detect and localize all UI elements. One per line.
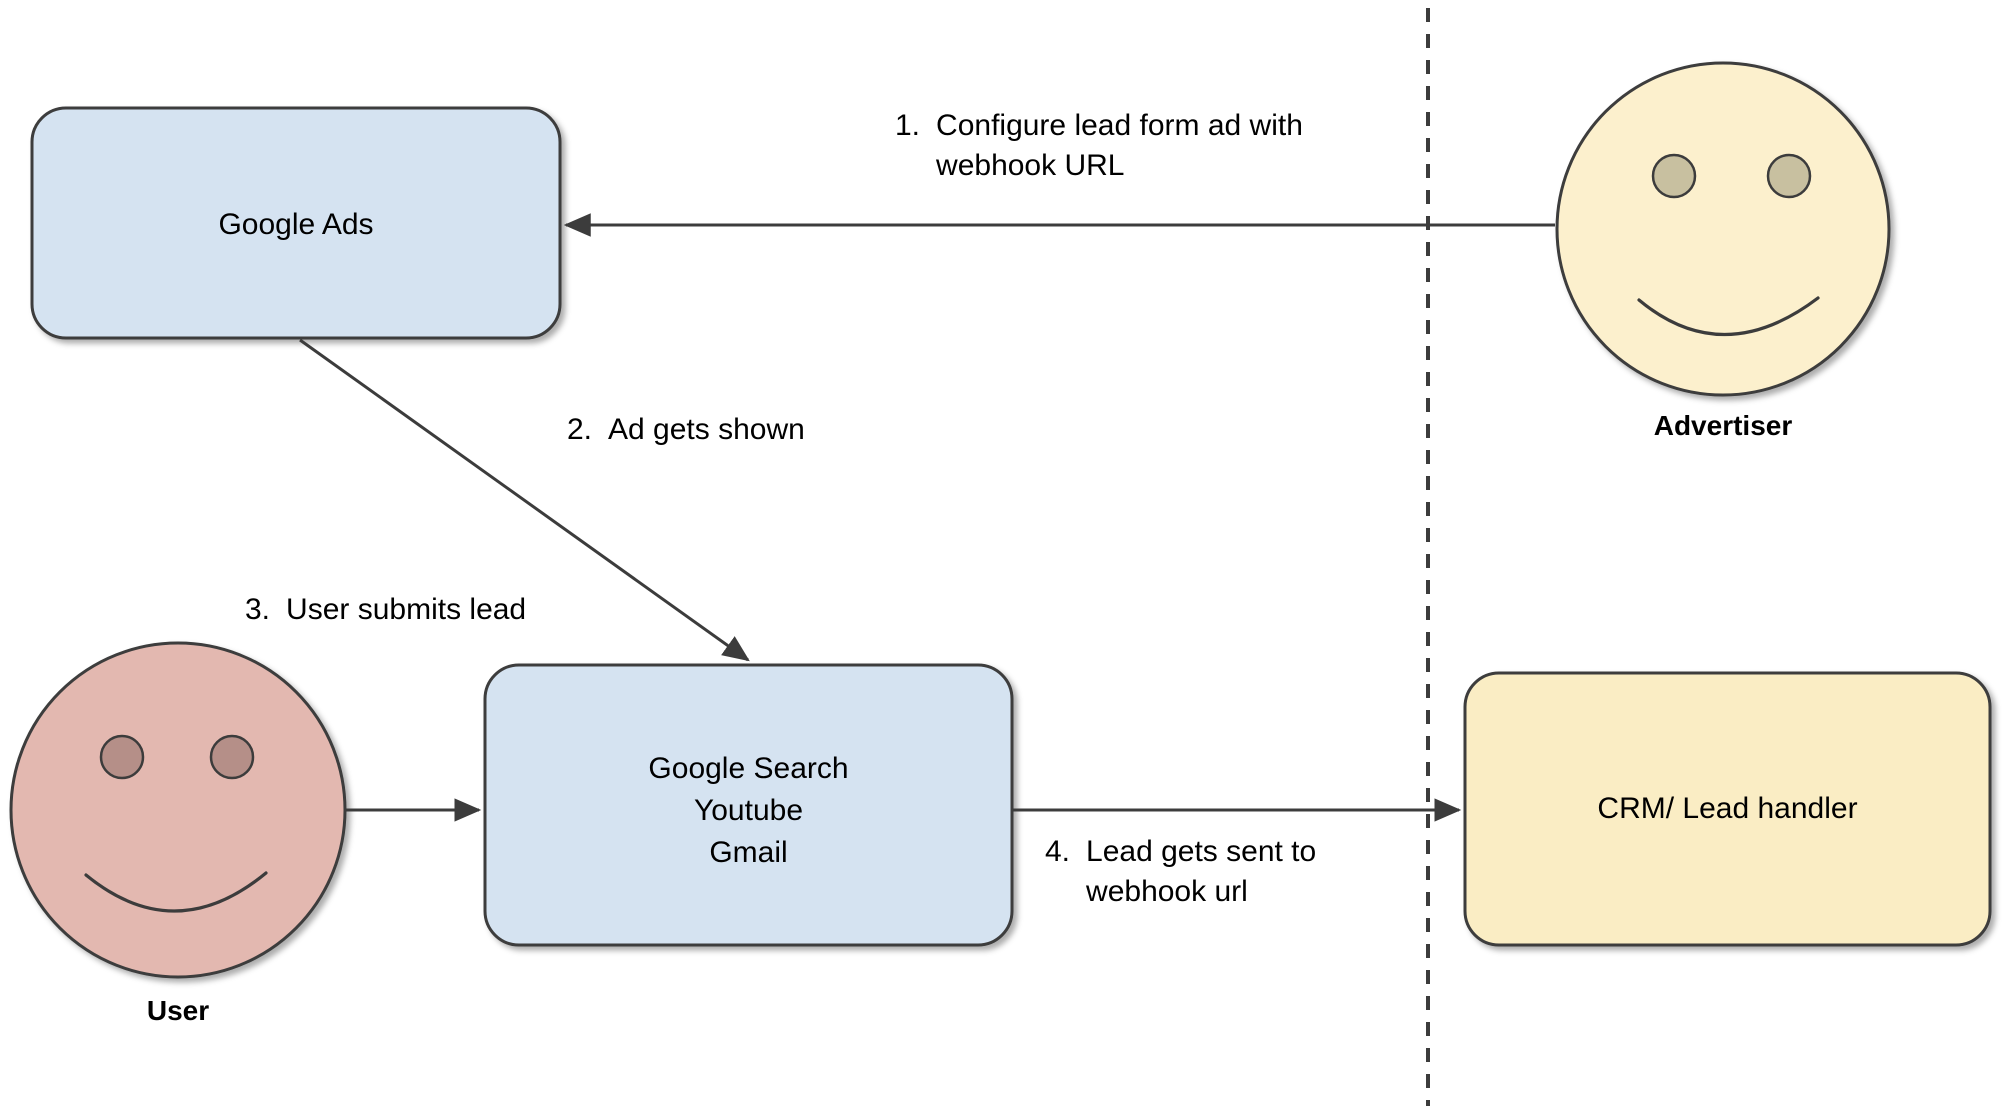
user-right-eye-icon — [209, 734, 255, 780]
node-google-properties-shape[interactable] — [483, 663, 1014, 947]
user-left-eye-icon — [99, 734, 145, 780]
advertiser-caption: Advertiser — [1653, 410, 1793, 441]
advertiser-left-eye-icon — [1651, 153, 1697, 199]
node-crm-shape[interactable] — [1463, 671, 1992, 947]
edge-step-4-number: 4. — [1045, 835, 1071, 868]
node-google-ads-shape[interactable] — [30, 106, 562, 340]
edge-step-2-label[interactable]: 2. Ad gets shown — [567, 410, 987, 450]
edge-step-2-text: Ad gets shown — [608, 413, 805, 446]
user-smiley-face-icon[interactable] — [9, 641, 347, 979]
edge-step-1-label[interactable]: 1. Configure lead form ad with webhook U… — [895, 106, 1415, 186]
edge-step-1-number: 1. — [895, 109, 921, 142]
advertiser-right-eye-icon — [1766, 153, 1812, 199]
advertiser-smiley-face-icon[interactable] — [1555, 61, 1891, 397]
edge-step-2-arrow[interactable] — [299, 338, 750, 662]
edge-step-4-text: Lead gets sent to webhook url — [1086, 835, 1317, 908]
edge-step-2-number: 2. — [567, 413, 593, 446]
edge-step-3-number: 3. — [245, 593, 271, 626]
edge-step-3-label[interactable]: 3. User submits lead — [245, 590, 645, 630]
user-caption: User — [146, 995, 210, 1026]
edge-step-4-label[interactable]: 4. Lead gets sent to webhook url — [1045, 832, 1425, 912]
edge-step-3-text: User submits lead — [286, 593, 527, 626]
edge-step-1-text: Configure lead form ad with webhook URL — [936, 109, 1303, 182]
user-smile-icon — [84, 871, 268, 913]
advertiser-smile-icon — [1637, 296, 1820, 337]
